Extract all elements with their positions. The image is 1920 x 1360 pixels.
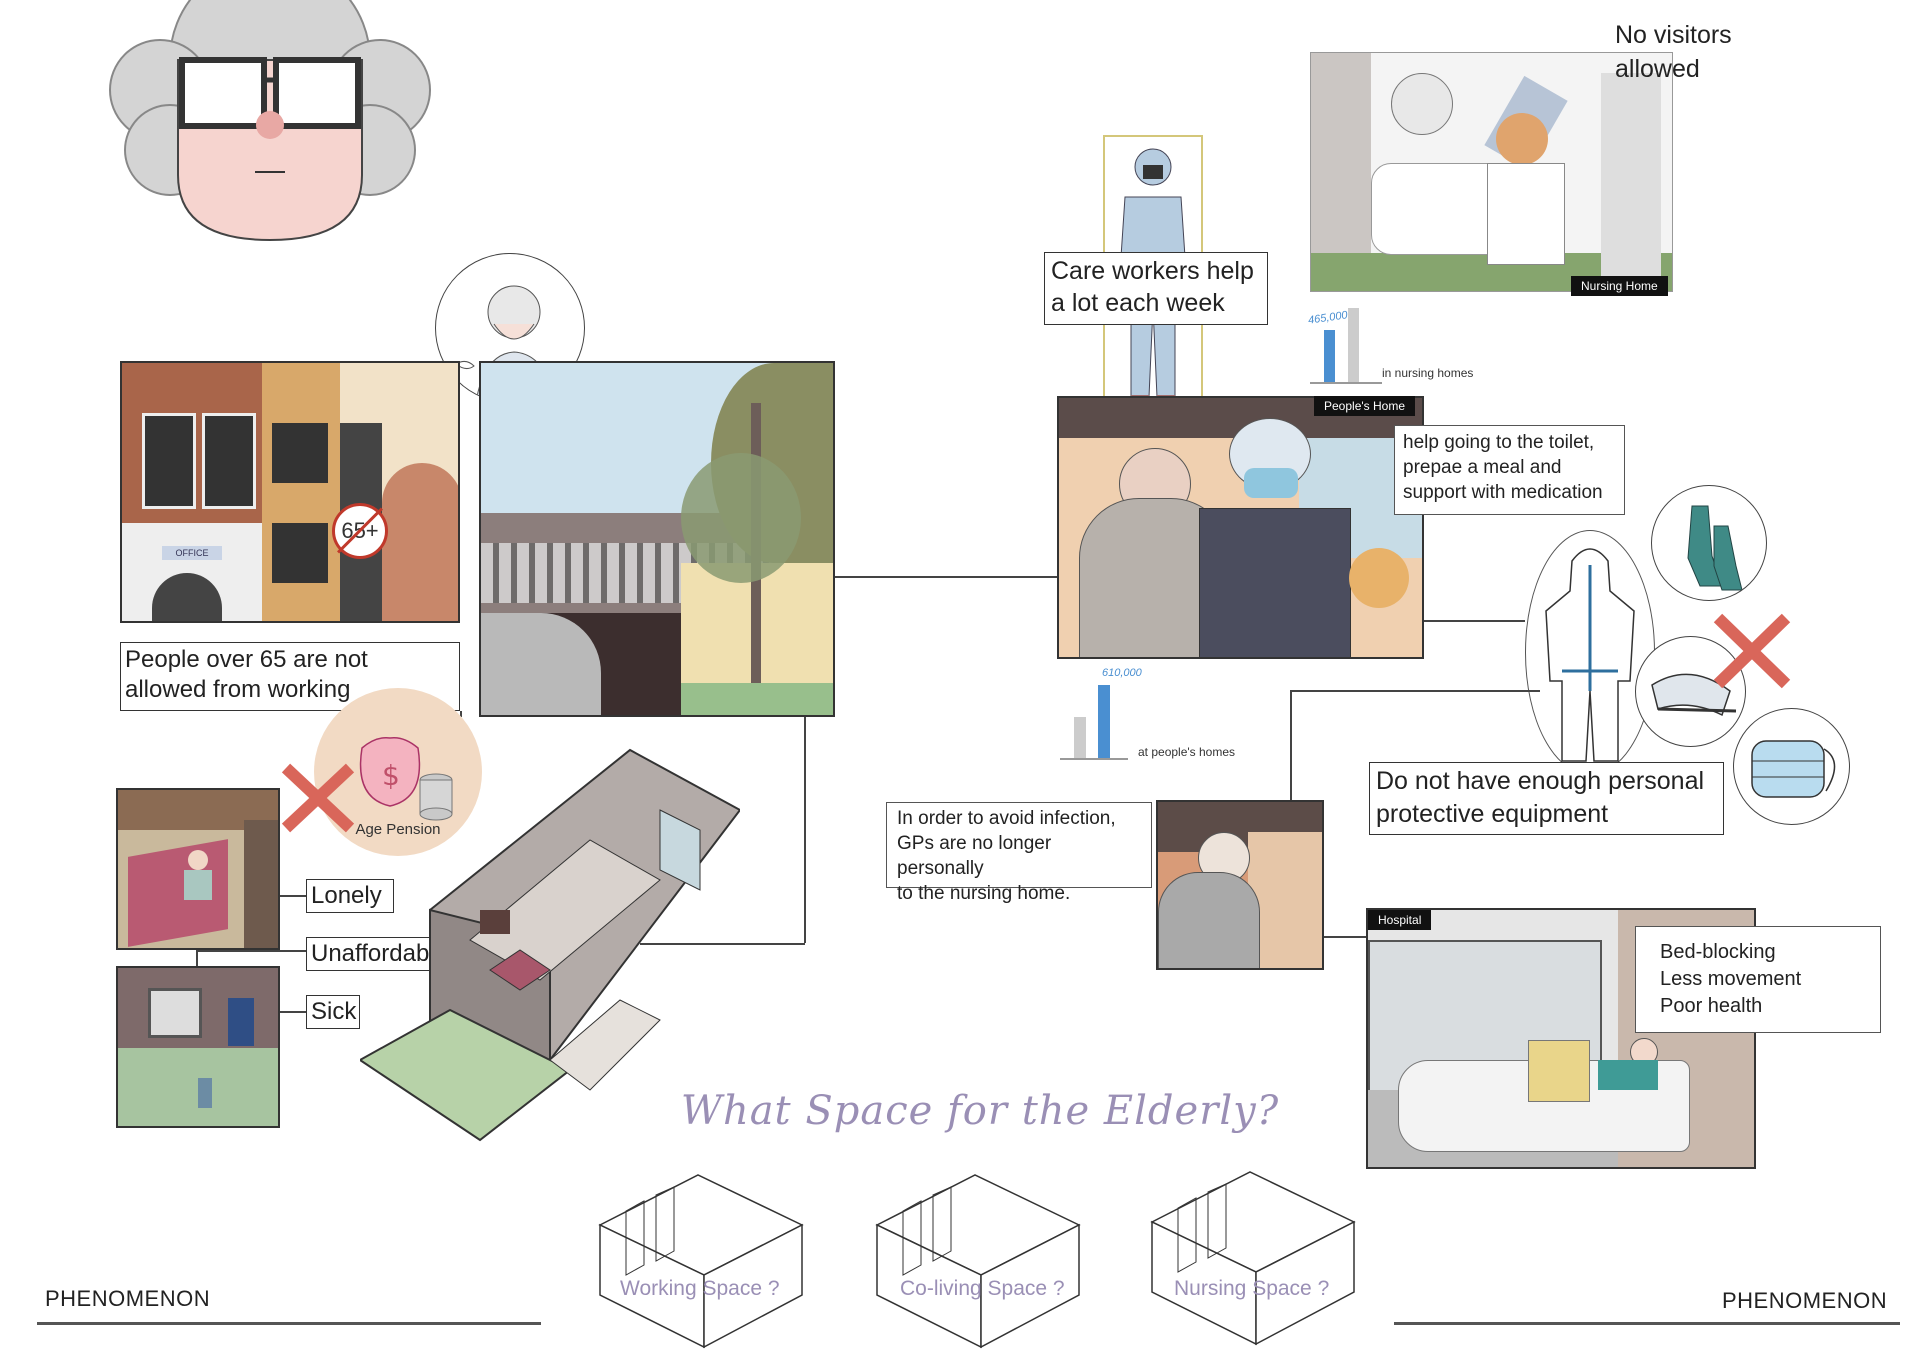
space-option-working[interactable]: Working Space ? [598, 1165, 804, 1355]
nursing-stat-label: in nursing homes [1382, 366, 1474, 380]
page-title: What Space for the Elderly? [680, 1088, 1280, 1134]
isometric-apartment-drawing [358, 740, 742, 1160]
nursing-home-window-illustration [1310, 52, 1673, 292]
sick-house-illustration [116, 966, 280, 1128]
stat-bar-primary [1324, 330, 1335, 382]
lonely-bedroom-illustration [116, 788, 280, 950]
stat-bar-secondary [1074, 717, 1086, 758]
care-help-description: help going to the toilet, prepae a meal … [1394, 425, 1625, 515]
nursing-home-tag: Nursing Home [1571, 276, 1668, 296]
office-sign: OFFICE [162, 546, 222, 560]
footer-right-rule [1394, 1322, 1900, 1325]
elderly-face-avatar [100, 0, 440, 250]
nursing-home-stat-chart: 465,000 in nursing homes [1307, 300, 1490, 386]
footer-left-label: PHENOMENON [45, 1286, 211, 1311]
space-option-label: Co-living Space ? [900, 1277, 1065, 1300]
space-option-coliving[interactable]: Co-living Space ? [875, 1165, 1081, 1355]
age-pension-label: Age Pension [355, 821, 441, 838]
stat-bar-primary [1098, 685, 1110, 758]
face-mask-icon [1733, 708, 1850, 825]
hospital-tag: Hospital [1368, 910, 1432, 930]
cross-mark-icon [280, 762, 356, 834]
office-building-illustration: OFFICE 65+ [120, 361, 460, 623]
space-option-label: Working Space ? [620, 1277, 780, 1300]
home-stat-label: at people's homes [1138, 745, 1236, 759]
peoples-home-tag: People's Home [1314, 396, 1415, 416]
gp-caption: In order to avoid infection, GPs are no … [886, 802, 1152, 904]
no-visitors-caption: No visitors allowed [1615, 21, 1732, 83]
peoples-home-care-illustration [1057, 396, 1424, 659]
home-stat-value: 610,000 [1102, 667, 1142, 679]
street-scene-illustration [479, 361, 835, 717]
peoples-home-stat-chart: 610,000 at people's homes [1060, 665, 1260, 765]
condition-lonely: Lonely [306, 879, 394, 913]
goggles-icon [1635, 636, 1746, 747]
hospital-issues: Bed-blocking Less movement Poor health [1635, 926, 1881, 1033]
cross-mark-icon [1712, 612, 1792, 690]
footer-right-label: PHENOMENON [1722, 1288, 1888, 1313]
hospital-bed-illustration [1366, 908, 1756, 1169]
care-workers-caption: Care workers help a lot each week [1044, 252, 1268, 325]
nursing-stat-value: 465,000 [1307, 309, 1349, 327]
svg-text:$: $ [382, 759, 400, 792]
ppe-suit-illustration [1525, 530, 1655, 775]
stat-bar-secondary [1348, 308, 1359, 382]
space-option-nursing[interactable]: Nursing Space ? [1150, 1162, 1356, 1352]
space-option-label: Nursing Space ? [1174, 1277, 1330, 1300]
gloves-icon [1651, 485, 1767, 601]
condition-sick: Sick [306, 995, 360, 1029]
elder-at-desk-illustration [1156, 800, 1324, 970]
footer-left-rule [37, 1322, 541, 1325]
ppe-caption: Do not have enough personal protective e… [1369, 762, 1724, 835]
